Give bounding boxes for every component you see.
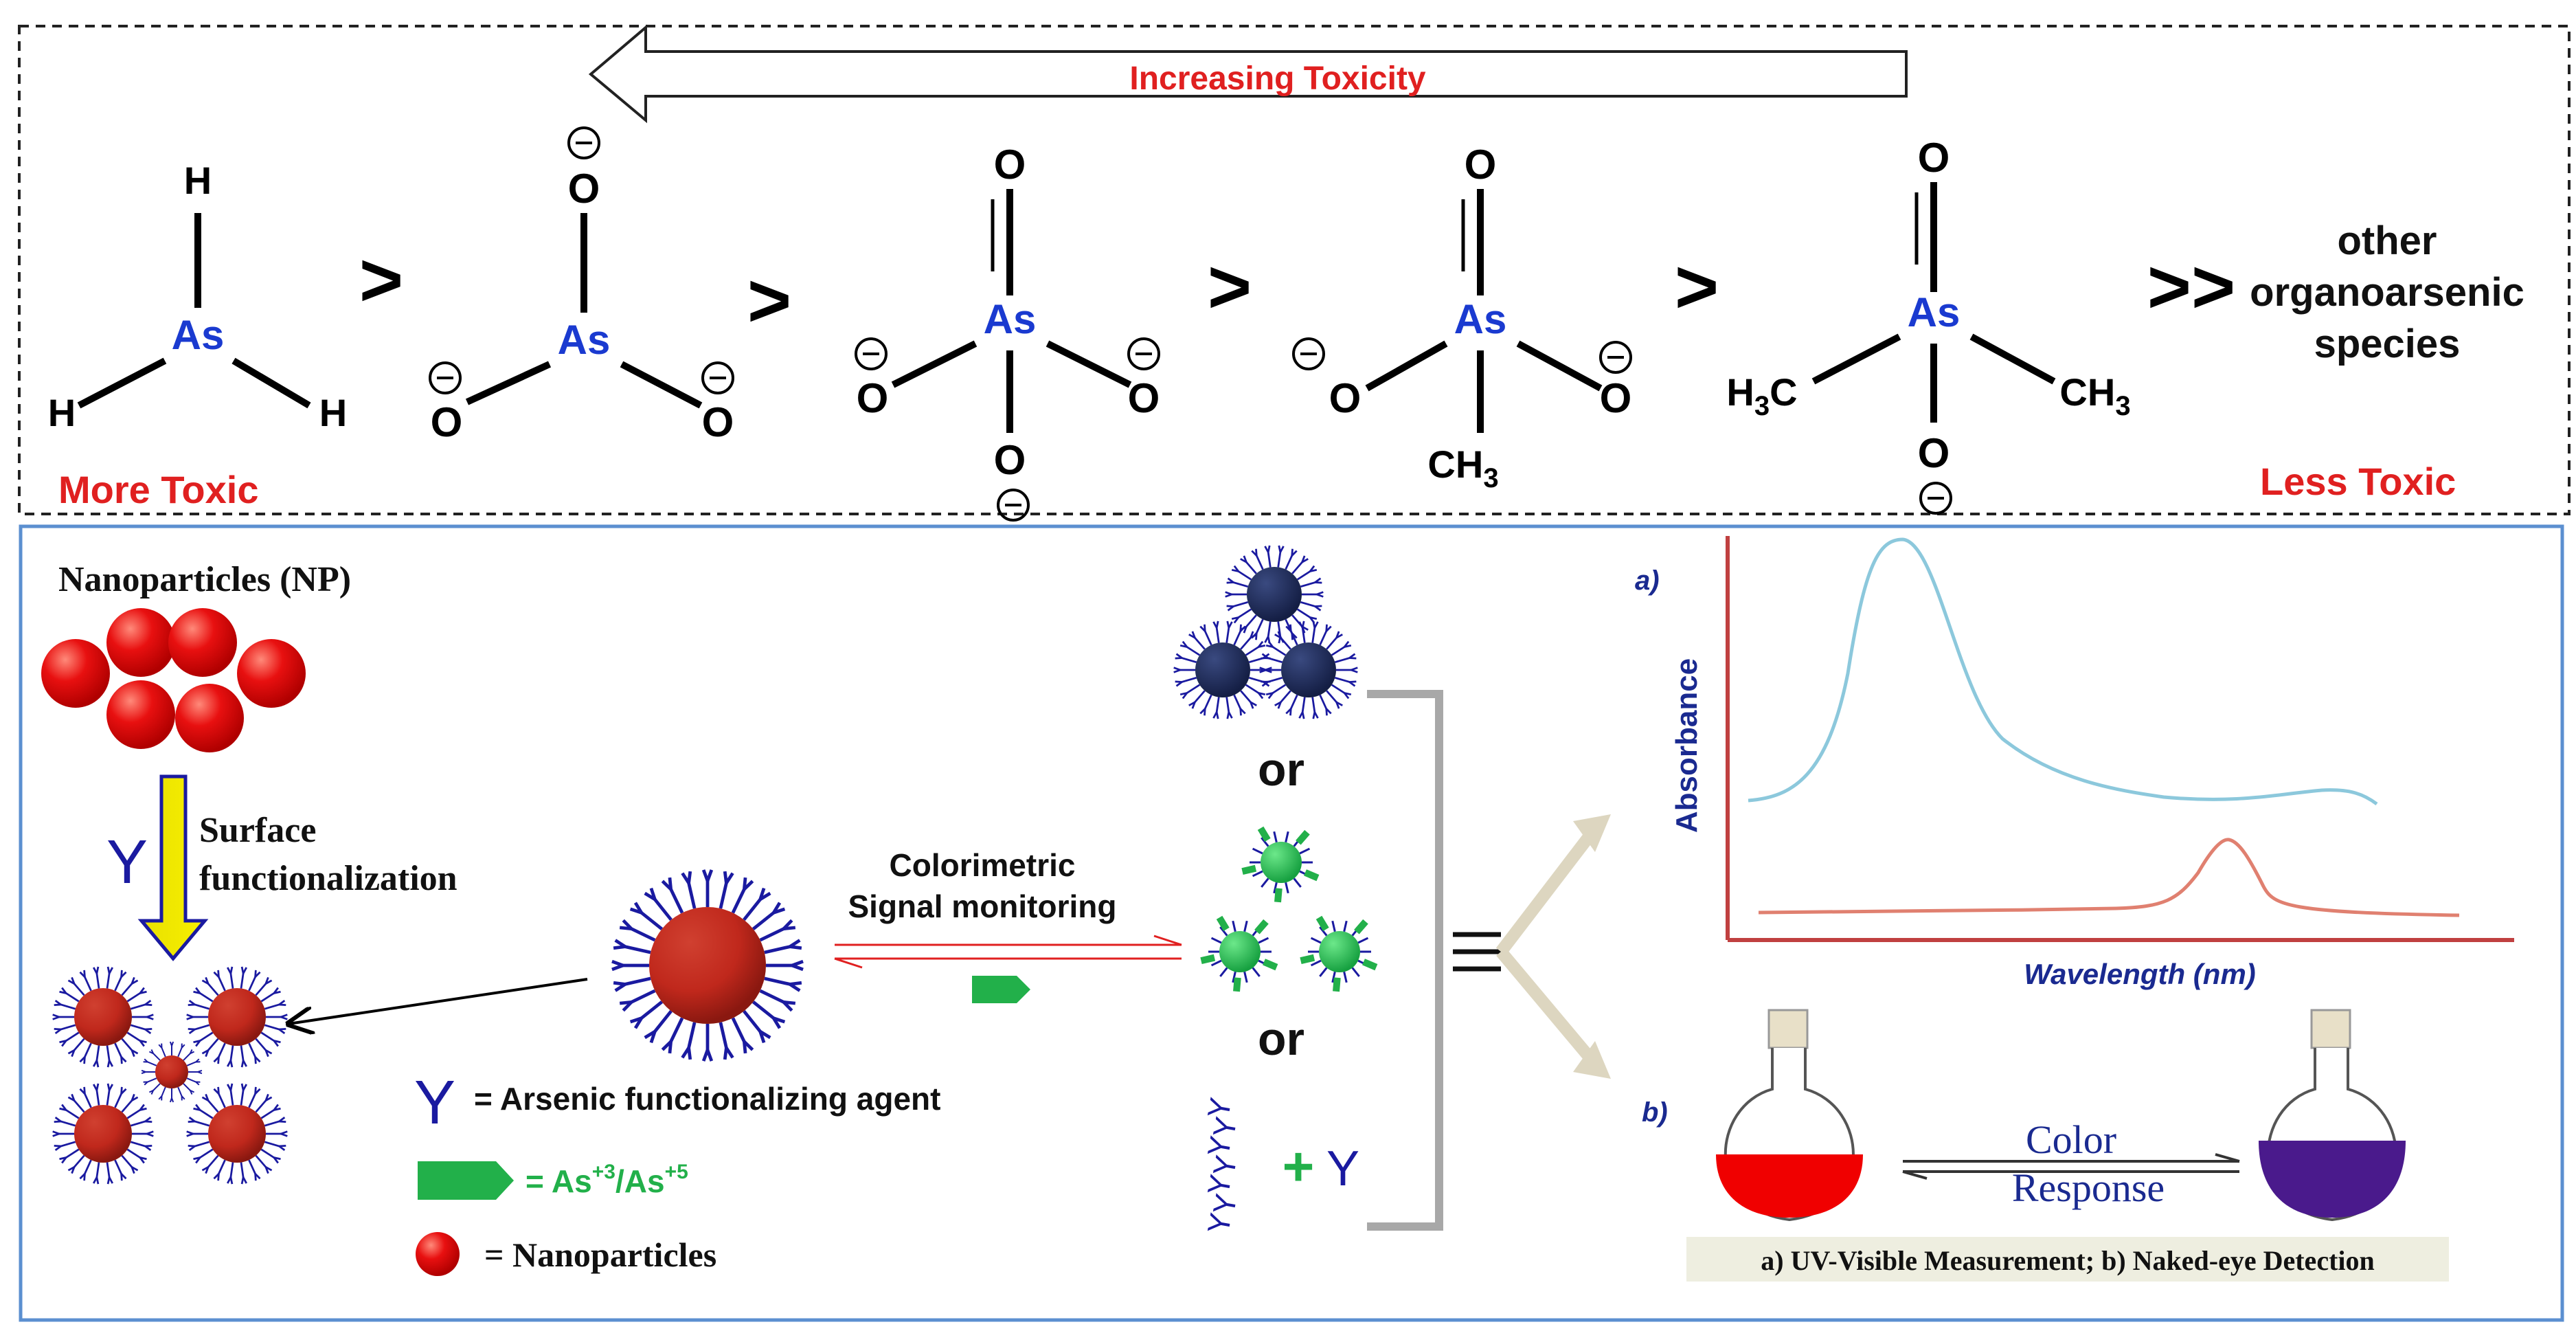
svg-text:O: O [1329, 375, 1362, 421]
gt-sign-3: > [1208, 245, 1252, 329]
more-toxic-label: More Toxic [58, 468, 258, 511]
caption-text: a) UV-Visible Measurement; b) Naked-eye … [1761, 1245, 2375, 1276]
gt-sign-1: > [359, 238, 403, 322]
arsine-molecule: H As H H [48, 159, 347, 434]
detection-panel-border [19, 524, 2564, 1322]
uv-vis-spectrum: a) Absorbance Wavelength (nm) [1635, 536, 2514, 990]
legend-arsenic-label: = As+3/As+5 [526, 1161, 688, 1199]
arsenite-molecule: O As O O [429, 126, 734, 445]
gt-sign-4: > [1675, 245, 1719, 329]
navy-np [1173, 620, 1272, 719]
gt-sign-2: > [747, 258, 791, 343]
arsenic-bound-np [1241, 826, 1320, 903]
functionalized-np [186, 966, 288, 1068]
or-label-1: or [1258, 743, 1304, 796]
functionalized-nanoparticle [611, 869, 804, 1062]
navy-np [1259, 620, 1358, 719]
svg-text:As: As [984, 296, 1037, 342]
color-label: Color [2026, 1117, 2116, 1162]
functionalized-np-cluster [52, 966, 288, 1185]
svg-text:CH3: CH3 [1427, 443, 1498, 493]
other-species-label: other organoarsenic species [2250, 219, 2524, 366]
functionalization-arrow [137, 774, 209, 961]
nanoparticle-cluster [41, 608, 306, 752]
functionalized-np [52, 966, 154, 1068]
or-label-2: or [1258, 1013, 1304, 1065]
svg-text:H: H [184, 159, 212, 202]
svg-text:O: O [568, 166, 600, 212]
spectrum-curve-red [1758, 838, 2460, 917]
svg-text:species: species [2314, 322, 2461, 366]
spectrum-xlabel: Wavelength (nm) [2024, 958, 2256, 990]
naked-eye-detection: b) Color Response a) UV-Visible Measurem… [1642, 1009, 2449, 1282]
caption-box [1686, 1237, 2449, 1282]
legend-arsenic-tag [418, 1161, 514, 1200]
large-np [611, 869, 804, 1062]
colorimetric-label: Colorimetric [890, 847, 1076, 883]
surface-func-line2: functionalization [199, 859, 457, 898]
legend-np-circle [416, 1232, 460, 1276]
functionalized-np [52, 1083, 154, 1185]
functionalized-np [186, 1083, 288, 1185]
spectrum-ylabel: Absorbance [1670, 658, 1704, 833]
arsenic-ion-tag [972, 976, 1030, 1003]
svg-text:O: O [857, 375, 889, 421]
methylarsonate-molecule: O As O O CH3 [1292, 142, 1632, 493]
response-label: Response [2012, 1165, 2165, 1210]
svg-text:O: O [1600, 375, 1632, 421]
svg-text:O: O [994, 142, 1026, 188]
legend-y-symbol: Y [414, 1069, 455, 1137]
svg-text:As: As [1908, 289, 1961, 335]
much-greater-sign: >> [2147, 245, 2235, 329]
svg-text:As: As [172, 312, 225, 358]
plus-sign: + [1283, 1136, 1315, 1197]
svg-text:O: O [702, 399, 734, 445]
flask-red [1716, 1009, 1863, 1222]
functionalized-np [141, 1041, 203, 1103]
svg-text:O: O [994, 437, 1026, 483]
dimethylarsinate-molecule: O As H3C CH3 O [1726, 135, 2131, 515]
legend-agent-label: = Arsenic functionalizing agent [474, 1081, 940, 1117]
svg-text:H3C: H3C [1726, 370, 1797, 421]
aggregated-np-outcome [1173, 545, 1358, 719]
toxicity-panel-border [18, 25, 2571, 515]
free-y-symbol: Y [1326, 1141, 1359, 1196]
arsenate-molecule: O As O O O [855, 142, 1160, 522]
legend-np-label: = Nanoparticles [484, 1235, 716, 1274]
svg-text:H: H [319, 391, 347, 434]
svg-text:H: H [48, 391, 76, 434]
increasing-toxicity-label: Increasing Toxicity [1129, 60, 1426, 97]
y-symbol-arrow: Y [106, 828, 148, 897]
signal-monitoring-label: Signal monitoring [848, 888, 1117, 924]
np-title: Nanoparticles (NP) [58, 560, 351, 599]
arsenic-bound-np [1300, 915, 1378, 992]
equilibrium-arrows [834, 935, 1182, 969]
aggregation-arrow [289, 978, 588, 1024]
svg-text:O: O [1918, 135, 1950, 181]
arsenic-bound-np [1200, 915, 1278, 992]
flask-purple [2259, 1009, 2406, 1222]
svg-text:O: O [1128, 375, 1160, 421]
less-toxic-label: Less Toxic [2260, 460, 2456, 503]
svg-text:CH3: CH3 [2059, 370, 2130, 421]
svg-text:As: As [1454, 296, 1507, 342]
svg-text:O: O [1918, 430, 1950, 476]
svg-text:organoarsenic: organoarsenic [2250, 270, 2524, 315]
arsenic-bound-np-outcome [1200, 826, 1378, 992]
panel-b-label: b) [1642, 1097, 1668, 1128]
outcome-bracket [1367, 690, 1443, 1231]
svg-text:other: other [2338, 219, 2437, 263]
svg-text:O: O [1465, 142, 1497, 188]
spectrum-curve-blue [1748, 537, 2378, 806]
surface-func-line1: Surface [199, 811, 316, 850]
equals-branch [1453, 814, 1611, 1079]
panel-a-label: a) [1635, 566, 1660, 596]
svg-text:O: O [431, 399, 463, 445]
svg-text:As: As [558, 317, 611, 363]
legend: Y = Arsenic functionalizing agent = As+3… [414, 1069, 940, 1276]
increasing-toxicity-arrow [588, 24, 1908, 124]
